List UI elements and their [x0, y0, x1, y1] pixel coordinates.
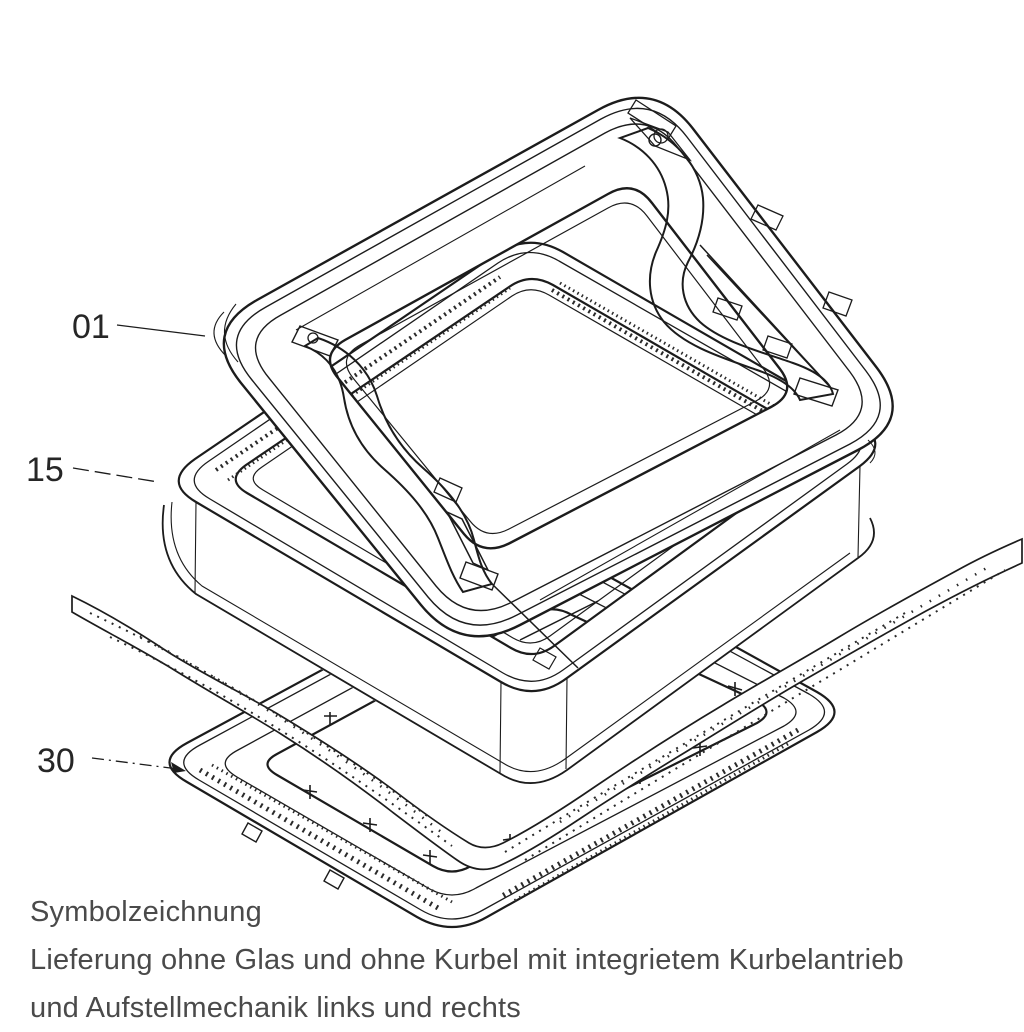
- caption-title: Symbolzeichnung: [30, 896, 262, 928]
- leader-line-01: [116, 324, 206, 337]
- leader-line-30: [91, 757, 179, 770]
- leader-line-15: [72, 467, 159, 483]
- label-part-01: 01: [72, 308, 110, 346]
- roof-cutout-band: [71, 537, 1023, 871]
- leader-arrow-30: [171, 762, 186, 773]
- inner-frame-part-15: [160, 241, 892, 794]
- lift-arm-right: [617, 126, 839, 407]
- caption-line-2: Lieferung ohne Glas und ohne Kurbel mit …: [30, 944, 904, 976]
- caption-line-3: und Aufstellmechanik links und rechts: [30, 992, 521, 1024]
- caption-block: Symbolzeichnung Lieferung ohne Glas und …: [30, 888, 1020, 1032]
- lift-arm-left: [291, 325, 579, 669]
- part-callouts: 01 15 30: [26, 308, 206, 780]
- label-part-30: 30: [37, 742, 75, 780]
- label-part-15: 15: [26, 451, 64, 489]
